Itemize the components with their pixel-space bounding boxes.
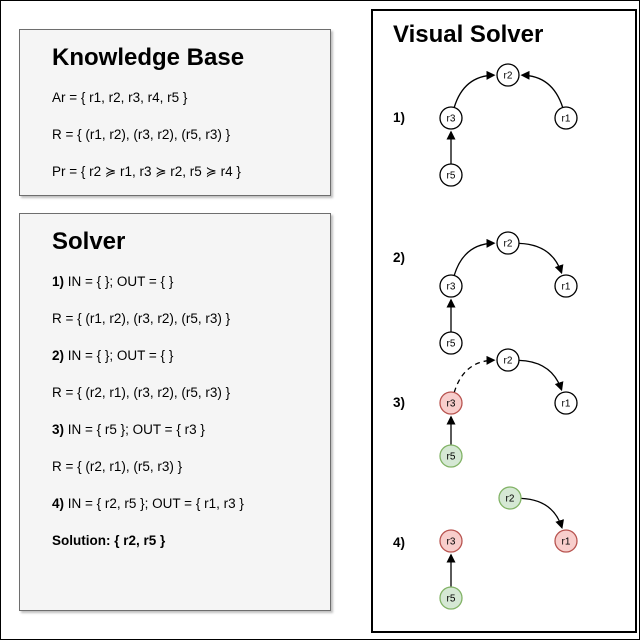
argument-node-label: r1: [562, 399, 571, 410]
argument-node-r1: [554, 106, 578, 130]
argument-node-r5: [439, 163, 463, 187]
argument-node-label: r5: [447, 171, 456, 182]
argument-node-label: r3: [447, 399, 456, 410]
argument-node-label: r1: [562, 114, 571, 125]
argument-node-label: r2: [504, 239, 513, 250]
knowledge-base-title: Knowledge Base: [52, 44, 245, 71]
argument-node-r1: [554, 529, 578, 553]
argument-node-label: r3: [447, 114, 456, 125]
argument-node-r5: [439, 444, 463, 468]
argument-node-r1: [554, 274, 578, 298]
graph-root: 1) r2 r3 r1 r5 2) r2 r3 r1 r5 3) r2 r3 r1 r5 4) r2 r3 r1 r5: [393, 63, 578, 610]
graph-step: 3) r2 r3 r1 r5: [393, 348, 578, 468]
solver-solution: Solution: { r2, r5 }: [52, 533, 166, 548]
argument-node-label: r2: [504, 71, 513, 82]
solver-step-line: R = { (r2, r1), (r5, r3) }: [52, 459, 183, 474]
solver-step-lines: 1) IN = { }; OUT = { } R = { (r1, r2), (r…: [52, 274, 322, 511]
step-label: 3): [393, 395, 405, 410]
argument-node-r3: [439, 274, 463, 298]
argument-node-r1: [554, 391, 578, 415]
argument-node-r5: [439, 586, 463, 610]
knowledge-base-panel: Knowledge Base Ar = { r1, r2, r3, r4, r5…: [19, 29, 331, 196]
argument-node-label: r5: [447, 452, 456, 463]
argument-node-label: r2: [506, 494, 515, 505]
attack-edge-r2-r1: [520, 497, 564, 530]
visual-solver-panel: Visual Solver 1) r2 r3 r1 r5 2) r2 r3 r1 r5 3) r2 r3…: [371, 9, 637, 633]
knowledge-base-line: Ar = { r1, r2, r3, r4, r5 }: [52, 90, 188, 105]
graph-step: 2) r2 r3 r1 r5: [393, 231, 578, 355]
step-label: 1): [393, 110, 405, 125]
argument-node-label: r3: [447, 537, 456, 548]
attack-edge-r2-r1: [518, 359, 564, 392]
argument-node-label: r1: [562, 537, 571, 548]
solver-step-line: R = { (r1, r2), (r3, r2), (r5, r3) }: [52, 311, 231, 326]
argument-node-r2: [496, 231, 520, 255]
visual-solver-title: Visual Solver: [393, 21, 544, 48]
argument-node-r5: [439, 331, 463, 355]
knowledge-base-lines: Ar = { r1, r2, r3, r4, r5 } R = { (r1, r2…: [52, 90, 322, 180]
attack-edge-r1-r2: [520, 70, 564, 108]
solver-title: Solver: [52, 228, 126, 255]
attack-edge-r2-r1: [518, 242, 564, 275]
step-label: 2): [393, 250, 405, 265]
argument-node-r3: [439, 529, 463, 553]
graph-step: 4) r2 r3 r1 r5: [393, 486, 578, 610]
argument-node-r2: [498, 486, 522, 510]
attack-edge-r3-r2: [453, 238, 496, 276]
argument-node-label: r1: [562, 282, 571, 293]
knowledge-base-line: Pr = { r2 ≽ r1, r3 ≽ r2, r5 ≽ r4 }: [52, 164, 241, 179]
argument-node-r2: [496, 63, 520, 87]
solver-step-line: 1) IN = { }; OUT = { }: [52, 274, 174, 289]
graph-step: 1) r2 r3 r1 r5: [393, 63, 578, 187]
attack-edge-r3-r2: [453, 355, 496, 393]
solver-graph-svg: 1) r2 r3 r1 r5 2) r2 r3 r1 r5 3) r2 r3 r1 r5 4) r2 r3 r1 r5: [393, 63, 578, 610]
argument-node-r3: [439, 391, 463, 415]
argument-node-r3: [439, 106, 463, 130]
solver-step-line: R = { (r2, r1), (r3, r2), (r5, r3) }: [52, 385, 231, 400]
solver-step-line: 4) IN = { r2, r5 }; OUT = { r1, r3 }: [52, 496, 244, 511]
argument-node-label: r3: [447, 282, 456, 293]
argument-node-label: r5: [447, 339, 456, 350]
step-label: 4): [393, 535, 405, 550]
knowledge-base-line: R = { (r1, r2), (r3, r2), (r5, r3) }: [52, 127, 231, 142]
attack-edge-r3-r2: [453, 70, 496, 108]
solver-step-line: 2) IN = { }; OUT = { }: [52, 348, 174, 363]
argument-node-label: r5: [447, 594, 456, 605]
argument-node-r2: [496, 348, 520, 372]
solver-panel: Solver 1) IN = { }; OUT = { } R = { (r1, …: [19, 213, 331, 611]
solver-step-line: 3) IN = { r5 }; OUT = { r3 }: [52, 422, 205, 437]
argument-node-label: r2: [504, 356, 513, 367]
